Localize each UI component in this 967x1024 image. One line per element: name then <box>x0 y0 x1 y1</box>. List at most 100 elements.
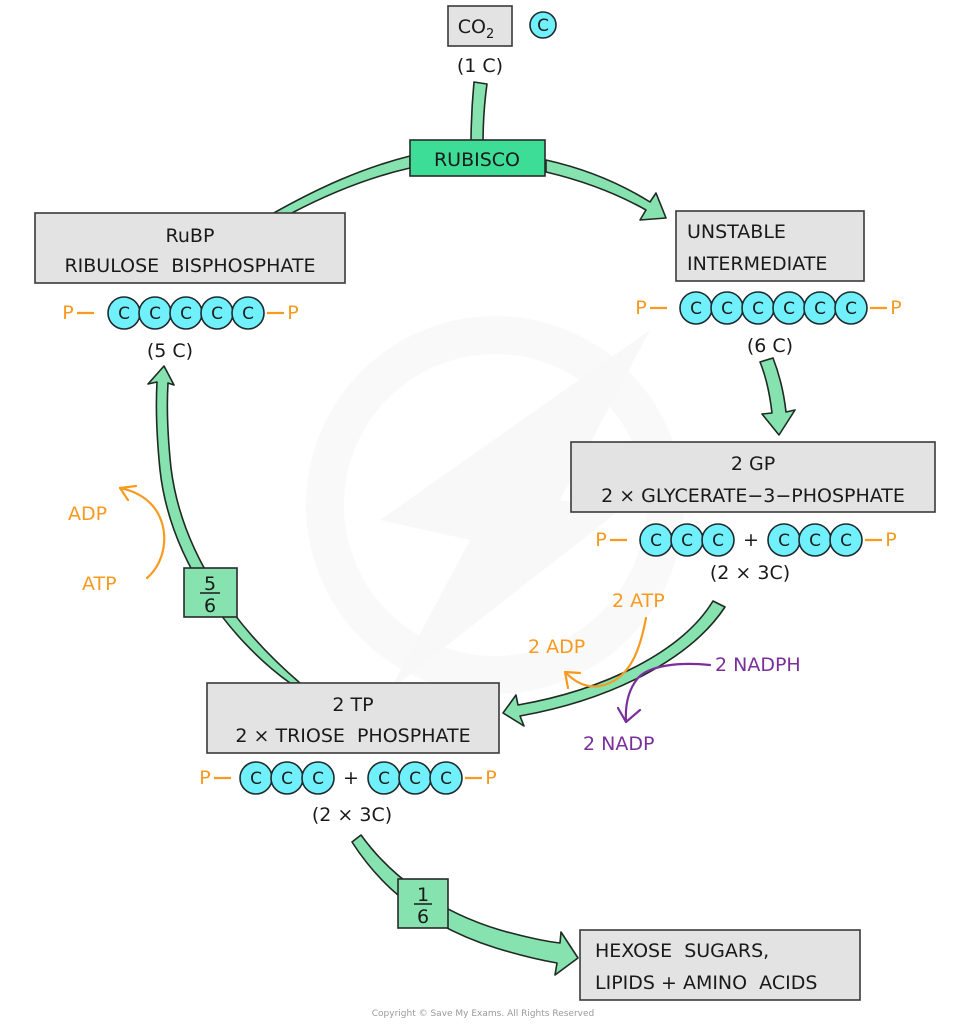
fraction-numerator: 1 <box>417 884 429 906</box>
co2-carbon-count: (1 C) <box>457 55 503 77</box>
co2-carbon-atom: C <box>529 11 557 39</box>
carbon-symbol: C <box>809 531 821 551</box>
carbon-atom: C <box>200 296 234 330</box>
carbon-symbol: C <box>537 16 549 36</box>
carbon-atom: C <box>701 523 735 557</box>
carbon-atom: C <box>679 291 713 325</box>
products-line1: HEXOSE SUGARS, <box>595 940 769 962</box>
carbon-symbol: C <box>250 769 262 789</box>
reduction-atp-label: 2 ATP <box>612 590 665 612</box>
gp-full-name: 2 × GLYCERATE−3−PHOSPHATE <box>601 485 905 507</box>
rubisco-label: RUBISCO <box>434 149 520 171</box>
carbon-atom: C <box>231 296 265 330</box>
unstable-carbon-count: (6 C) <box>747 335 793 357</box>
plus-sign: + <box>343 767 359 789</box>
carbon-symbol: C <box>681 531 693 551</box>
carbon-atom: C <box>829 523 863 557</box>
carbon-symbol: C <box>778 531 790 551</box>
carbon-symbol: C <box>814 299 826 319</box>
carbon-atom: C <box>429 761 463 795</box>
carbon-atom: C <box>107 296 141 330</box>
gp-to-tp-arrow <box>502 600 726 727</box>
svg-text:CO2: CO2 <box>458 16 495 42</box>
regeneration-adp-label: ADP <box>68 503 107 525</box>
unstable-line2: INTERMEDIATE <box>687 253 827 275</box>
output-fraction-box: 1 6 <box>397 878 449 929</box>
rubp-carbon-count: (5 C) <box>147 340 193 362</box>
reduction-nadph-label: 2 NADPH <box>715 654 801 676</box>
co2-box: CO2 <box>447 5 513 47</box>
tp-carbon-count: (2 × 3C) <box>312 804 392 826</box>
rubp-to-rubisco-arrow <box>271 155 411 215</box>
carbon-atom: C <box>670 523 704 557</box>
tp-to-products-arrow <box>351 834 579 976</box>
phosphate-label: P <box>635 297 646 319</box>
carbon-symbol: C <box>281 769 293 789</box>
carbon-atom: C <box>767 523 801 557</box>
carbon-atom: C <box>367 761 401 795</box>
carbon-atom: C <box>270 761 304 795</box>
phosphate-label: P <box>885 529 896 551</box>
rubisco-enzyme-box: RUBISCO <box>409 139 546 177</box>
rubp-full-name: RIBULOSE BISPHOSPHATE <box>64 255 315 277</box>
reduction-adp-label: 2 ADP <box>528 636 585 658</box>
carbon-symbol: C <box>690 299 702 319</box>
co2-subscript: 2 <box>486 27 494 42</box>
carbon-symbol: C <box>440 769 452 789</box>
products-box: HEXOSE SUGARS, LIPIDS + AMINO ACIDS <box>579 929 861 1001</box>
intermediate-to-gp-arrow <box>759 357 796 436</box>
phosphate-label: P <box>62 302 73 324</box>
carbon-atom: C <box>741 291 775 325</box>
carbon-symbol: C <box>242 304 254 324</box>
gp-box: 2 GP 2 × GLYCERATE−3−PHOSPHATE <box>570 441 936 513</box>
carbon-symbol: C <box>378 769 390 789</box>
co2-entry-arrow <box>470 81 488 146</box>
reduction-nadph-arrow <box>616 662 712 724</box>
carbon-symbol: C <box>180 304 192 324</box>
carbon-atom: C <box>798 523 832 557</box>
carbon-atom: C <box>301 761 335 795</box>
carbon-atom: C <box>639 523 673 557</box>
carbon-atom: C <box>772 291 806 325</box>
reduction-atp-arrow <box>563 616 648 690</box>
regeneration-atp-arrow <box>118 484 166 580</box>
carbon-atom: C <box>710 291 744 325</box>
carbon-symbol: C <box>312 769 324 789</box>
tp-to-rubp-arrow <box>147 365 301 684</box>
carbon-atom: C <box>398 761 432 795</box>
tp-full-name: 2 × TRIOSE PHOSPHATE <box>235 725 470 747</box>
carbon-symbol: C <box>409 769 421 789</box>
reduction-nadp-label: 2 NADP <box>583 733 654 755</box>
fraction-numerator: 5 <box>204 573 216 595</box>
phosphate-label: P <box>890 297 901 319</box>
carbon-symbol: C <box>783 299 795 319</box>
carbon-atom: C <box>138 296 172 330</box>
fraction-denominator: 6 <box>417 906 429 928</box>
carbon-symbol: C <box>650 531 662 551</box>
carbon-atom: C <box>834 291 868 325</box>
carbon-symbol: C <box>840 531 852 551</box>
regeneration-atp-label: ATP <box>82 573 117 595</box>
carbon-symbol: C <box>752 299 764 319</box>
plus-sign: + <box>743 529 759 551</box>
carbon-symbol: C <box>118 304 130 324</box>
tp-box: 2 TP 2 × TRIOSE PHOSPHATE <box>206 682 500 754</box>
fraction-denominator: 6 <box>204 595 216 617</box>
phosphate-label: P <box>485 767 496 789</box>
copyright-notice: Copyright © Save My Exams. All Rights Re… <box>372 1009 594 1019</box>
carbon-symbol: C <box>721 299 733 319</box>
unstable-line1: UNSTABLE <box>687 221 786 243</box>
rubp-box: RuBP RIBULOSE BISPHOSPHATE <box>34 212 346 284</box>
regeneration-fraction-box: 5 6 <box>183 567 238 618</box>
carbon-atom: C <box>803 291 837 325</box>
unstable-intermediate-box: UNSTABLE INTERMEDIATE <box>675 210 865 282</box>
phosphate-label: P <box>287 302 298 324</box>
carbon-atom: C <box>239 761 273 795</box>
phosphate-label: P <box>199 767 210 789</box>
gp-abbrev: 2 GP <box>731 453 775 475</box>
carbon-symbol: C <box>211 304 223 324</box>
phosphate-label: P <box>595 529 606 551</box>
